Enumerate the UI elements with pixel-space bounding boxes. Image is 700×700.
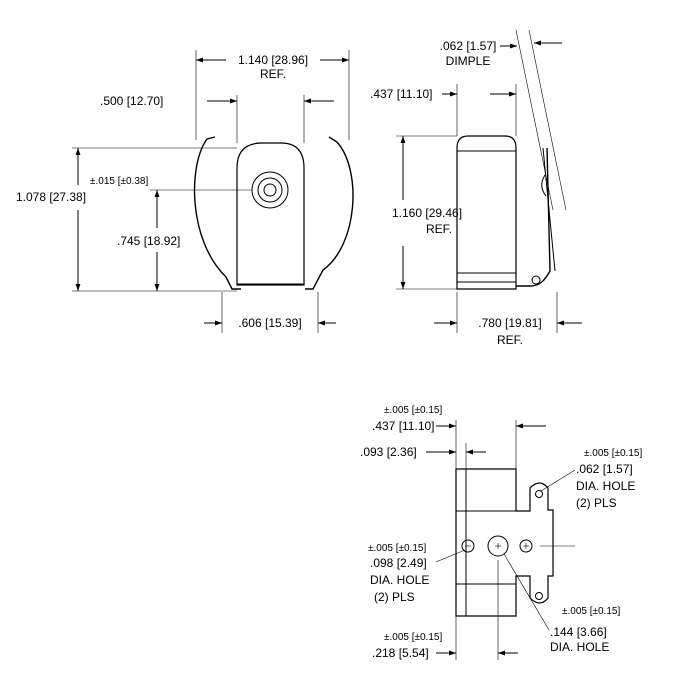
offset-dim: .093 [2.36]	[360, 445, 417, 459]
small-hole-label: DIA. HOLE	[576, 479, 635, 493]
center-hole	[487, 535, 509, 557]
small-hole-bottom	[535, 592, 543, 600]
depth-dim: .780 [19.81]	[478, 316, 541, 330]
center-hole-dim: .144 [3.66]	[550, 625, 607, 639]
small-hole-dim: .062 [1.57]	[576, 462, 633, 476]
side-hole-count: (2) PLS	[374, 590, 415, 604]
center-hole-tolerance: ±.005 [±0.15]	[562, 606, 620, 617]
side-hole-left	[461, 539, 475, 553]
side-hole-label: DIA. HOLE	[370, 573, 429, 587]
side-hole-right	[519, 539, 533, 553]
depth-note: REF.	[497, 333, 523, 347]
clip-spring-arm-right	[305, 136, 354, 290]
small-hole-top	[535, 490, 543, 498]
edge-distance-dim: .218 [5.54]	[372, 646, 429, 660]
bottom-width-tolerance: ±.005 [±0.15]	[384, 405, 442, 416]
side-height-note: REF.	[426, 222, 452, 236]
dimple-note: DIMPLE	[446, 54, 491, 68]
overall-height-dim: 1.078 [27.38]	[16, 190, 86, 204]
side-hole-tolerance: ±.005 [±0.15]	[368, 543, 426, 554]
terminal-inner-ring	[263, 183, 277, 197]
height-tolerance: ±.015 [±0.38]	[90, 176, 148, 187]
small-hole-count: (2) PLS	[576, 496, 617, 510]
bottom-view: ±.005 [±0.15] .437 [11.10] .093 [2.36] ±…	[360, 405, 642, 660]
bottom-width-dim: .437 [11.10]	[372, 419, 435, 433]
base-width-dim: .606 [15.39]	[238, 316, 301, 330]
side-view: .062 [1.57] DIMPLE .437 [11.10] 1.160 [2…	[370, 29, 582, 347]
overall-width-note: REF.	[260, 67, 286, 81]
inner-width-dim: .500 [12.70]	[100, 94, 163, 108]
front-view: 1.140 [28.96] REF. .500 [12.70] ±.015 [±…	[16, 50, 354, 333]
edge-tolerance: ±.005 [±0.15]	[384, 632, 442, 643]
small-hole-tolerance: ±.005 [±0.15]	[584, 448, 642, 459]
clip-spring-arm-left	[193, 136, 241, 290]
center-height-dim: .745 [18.92]	[117, 234, 180, 248]
side-hole-dim: .098 [2.49]	[370, 556, 427, 570]
dimple-dim: .062 [1.57]	[440, 39, 497, 53]
side-height-dim: 1.160 [29.46]	[392, 206, 462, 220]
center-hole-label: DIA. HOLE	[550, 640, 609, 654]
side-pivot-hole	[531, 275, 541, 285]
top-width-dim: .437 [11.10]	[370, 87, 433, 101]
clip-center-plate	[236, 142, 305, 286]
dimple-bump	[541, 174, 547, 197]
overall-width-dim: 1.140 [28.96]	[238, 53, 308, 67]
side-body	[456, 135, 517, 290]
terminal-mid-ring	[257, 177, 283, 203]
side-spring-leaf	[516, 147, 551, 287]
